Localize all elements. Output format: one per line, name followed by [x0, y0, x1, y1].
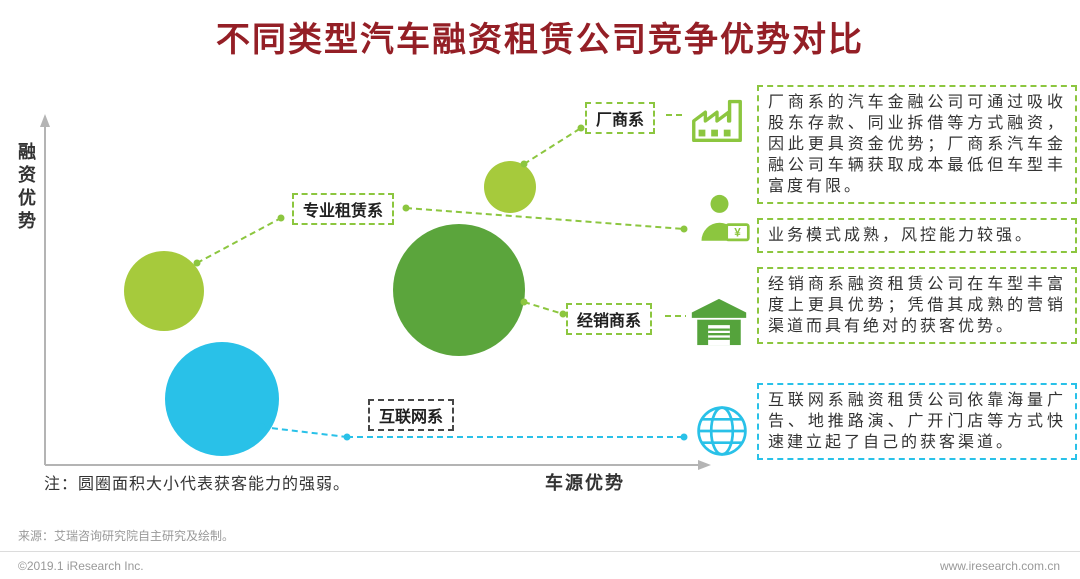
bubble-dealer: [393, 224, 525, 356]
description-internet: 互联网系融资租赁公司依靠海量广告、地推路演、广开门店等方式快速建立起了自己的获客…: [757, 383, 1077, 460]
source-note: 来源：艾瑞咨询研究院自主研究及绘制。: [18, 529, 235, 543]
description-dealer: 经销商系融资租赁公司在车型丰富度上更具优势；凭借其成熟的营销渠道而具有绝对的获客…: [757, 267, 1077, 344]
tag-professional-leasing: 专业租赁系: [292, 193, 395, 225]
dealer-warehouse-icon: [690, 294, 748, 354]
svg-text:¥: ¥: [734, 226, 741, 239]
connector-internet: [258, 423, 688, 441]
copyright-text: ©2019.1 iResearch Inc.: [18, 559, 144, 573]
description-professional-leasing: 业务模式成熟，风控能力较强。: [757, 218, 1077, 253]
y-axis-label: 融资优势: [16, 142, 36, 234]
tag-internet: 互联网系: [368, 399, 455, 431]
website-url: www.iresearch.com.cn: [939, 559, 1060, 573]
description-manufacturer: 厂商系的汽车金融公司可通过吸收股东存款、同业拆借等方式融资，因此更具资金优势；厂…: [757, 85, 1077, 204]
chart-note: 注：圆圈面积大小代表获客能力的强弱。: [44, 476, 351, 493]
bubble-manufacturer: [484, 161, 536, 213]
factory-icon: [686, 88, 748, 155]
tag-manufacturer: 厂商系: [585, 102, 656, 134]
internet-globe-icon: [695, 404, 749, 463]
page-title: 不同类型汽车融资租赁公司竞争优势对比: [216, 21, 864, 59]
y-axis: [40, 114, 50, 465]
bubble-professional-leasing: [124, 251, 204, 331]
x-axis-label: 车源优势: [545, 473, 625, 493]
footer-divider: [0, 551, 1080, 552]
leasing-agent-icon: ¥: [697, 192, 751, 255]
tag-dealer: 经销商系: [566, 303, 653, 335]
bubble-internet: [165, 342, 279, 456]
